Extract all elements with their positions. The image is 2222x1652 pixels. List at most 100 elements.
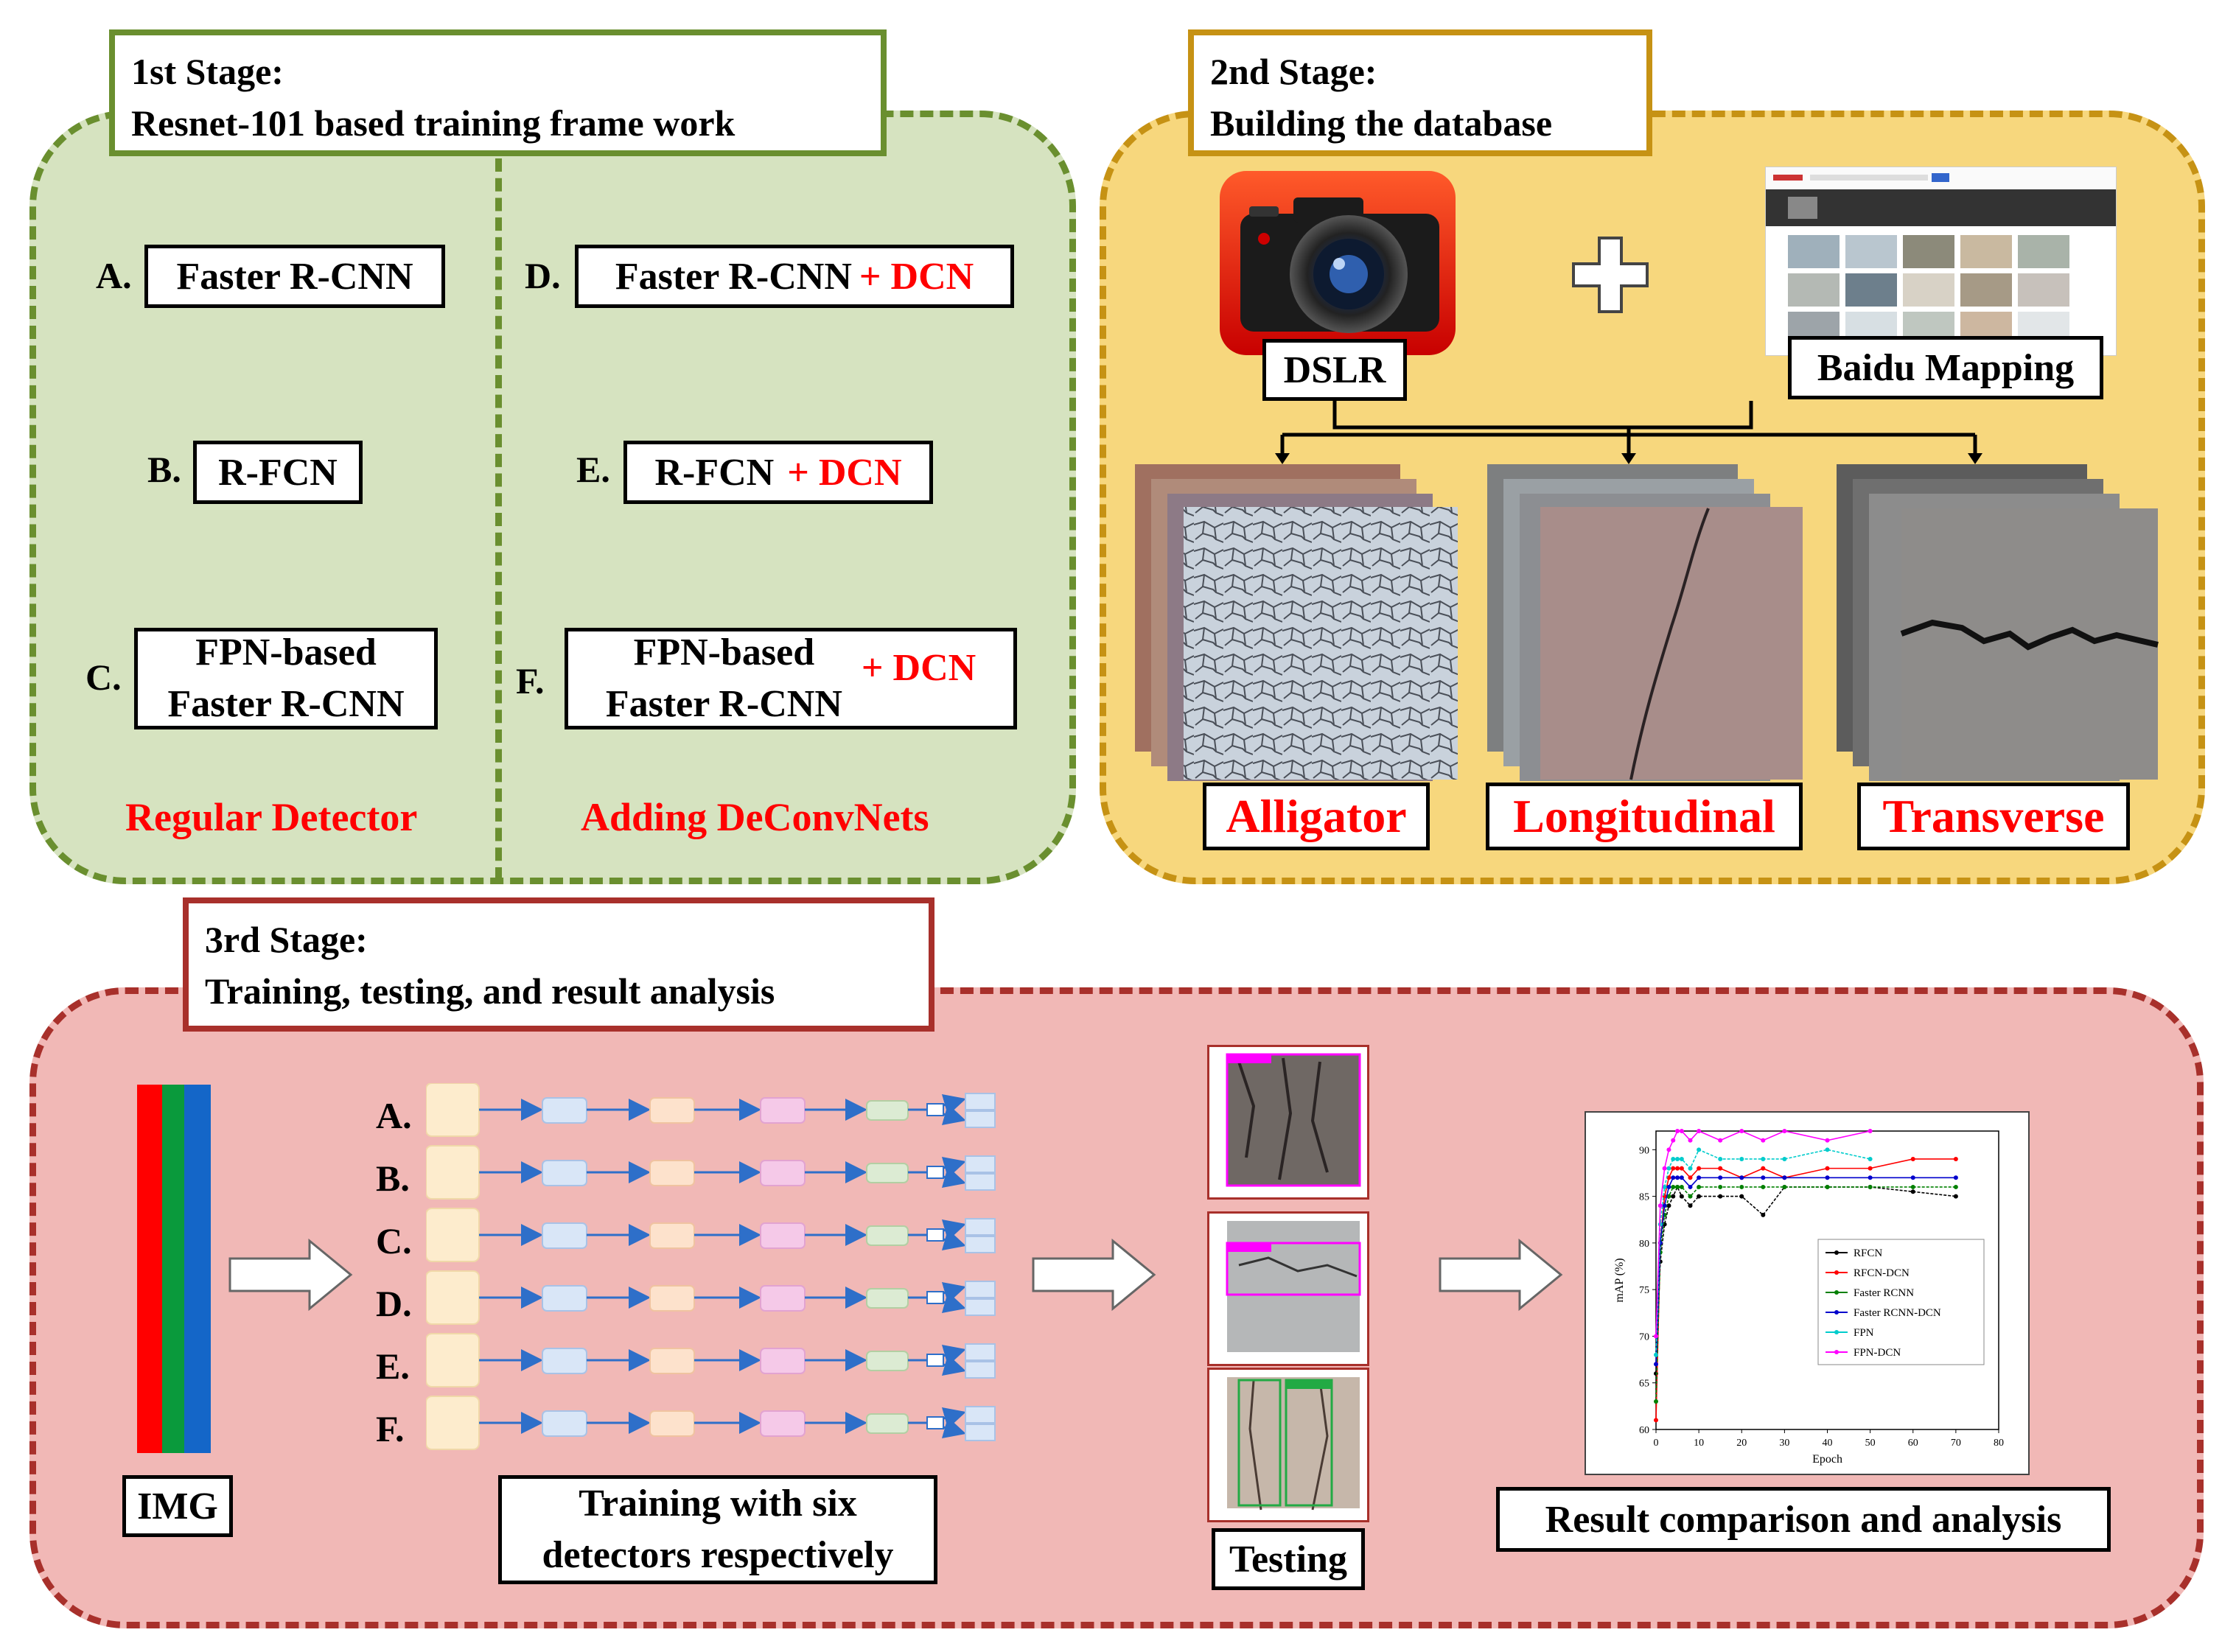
chart-point	[1675, 1156, 1680, 1161]
chart-y-tick-label: 85	[1639, 1192, 1649, 1203]
longitudinal-image-stack	[1487, 464, 1804, 781]
chart-point	[1679, 1175, 1684, 1180]
chart-point	[1666, 1203, 1671, 1208]
chart-point	[1688, 1203, 1693, 1208]
chart-point	[1718, 1184, 1723, 1189]
chart-point	[1675, 1166, 1680, 1171]
chart-point	[1761, 1184, 1766, 1189]
chart-point	[1761, 1212, 1766, 1217]
chart-legend-label: RFCN-DCN	[1854, 1267, 1910, 1279]
chart-point	[1825, 1138, 1830, 1143]
stage1-divider	[495, 158, 502, 881]
chart-point	[1910, 1175, 1915, 1180]
arrow-right-1	[228, 1238, 354, 1312]
chart-point	[1910, 1184, 1915, 1189]
chart-point	[1761, 1138, 1766, 1143]
chart-point	[1671, 1156, 1676, 1161]
chart-point	[1868, 1129, 1873, 1133]
chart-point	[1662, 1166, 1667, 1171]
chart-point	[1688, 1194, 1693, 1199]
chart-y-tick-label: 60	[1639, 1425, 1649, 1436]
chart-point	[1666, 1147, 1671, 1152]
chart-point	[1910, 1156, 1915, 1161]
stage2-title: 2nd Stage: Building the database	[1188, 29, 1652, 156]
chart-legend-label: RFCN	[1854, 1247, 1882, 1259]
chart-point	[1739, 1184, 1744, 1189]
chart-point	[1662, 1184, 1667, 1189]
detector-e-dcn: + DCN	[787, 451, 902, 494]
transverse-label-text: Transverse	[1882, 790, 2105, 842]
detector-b-name: R-FCN	[218, 451, 338, 494]
chart-legend-marker	[1834, 1270, 1839, 1275]
chart-point	[1666, 1166, 1671, 1171]
chart-y-tick-label: 80	[1639, 1239, 1649, 1250]
stage1-title-line2: Resnet-101 based training frame work	[131, 102, 736, 144]
chart-legend-label: Faster RCNN	[1854, 1287, 1914, 1299]
testing-image-3	[1207, 1368, 1369, 1522]
chart-point	[1679, 1194, 1684, 1199]
training-label-line2: detectors respectively	[542, 1534, 894, 1576]
img-label: IMG	[122, 1475, 233, 1537]
detector-e-box: R-FCN + DCN	[623, 441, 933, 504]
camera-icon	[1220, 171, 1456, 355]
chart-point	[1910, 1189, 1915, 1194]
chart-legend-label: Faster RCNN-DCN	[1854, 1307, 1941, 1319]
chart-point	[1654, 1334, 1658, 1339]
chart-point	[1671, 1166, 1676, 1171]
detector-c-name-line2: Faster R-CNN	[167, 683, 405, 725]
chart-x-tick-label: 50	[1865, 1438, 1876, 1449]
chain-row-label-f: F.	[376, 1408, 405, 1449]
chart-x-tick-label: 0	[1654, 1438, 1659, 1449]
chart-point	[1688, 1184, 1693, 1189]
detector-chains	[426, 1082, 1008, 1466]
chart-point	[1782, 1129, 1787, 1133]
chart-point	[1679, 1184, 1684, 1189]
baidu-mapping-label-text: Baidu Mapping	[1817, 346, 2075, 389]
chart-x-tick-label: 20	[1736, 1438, 1747, 1449]
stage2-title-line2: Building the database	[1210, 102, 1553, 144]
chart-point	[1697, 1166, 1702, 1171]
chart-point	[1675, 1184, 1680, 1189]
detector-d-dcn: + DCN	[859, 255, 974, 298]
chart-y-tick-label: 90	[1639, 1145, 1649, 1156]
chain-row-label-e: E.	[376, 1345, 410, 1387]
webpage-screenshot	[1765, 167, 2117, 356]
chart-point	[1671, 1194, 1676, 1199]
chart-point	[1697, 1194, 1702, 1199]
chart-x-axis-label: Epoch	[1812, 1453, 1842, 1466]
rgb-image-icon	[137, 1085, 214, 1453]
detector-f-letter: F.	[516, 660, 545, 701]
detector-a-box: Faster R-CNN	[144, 245, 445, 308]
chart-x-tick-label: 40	[1823, 1438, 1833, 1449]
chart-point	[1825, 1184, 1830, 1189]
chart-x-tick-label: 70	[1951, 1438, 1961, 1449]
detector-f-name-line1: FPN-based	[633, 631, 815, 673]
chart-point	[1782, 1184, 1787, 1189]
detector-c-box: FPN-based Faster R-CNN	[134, 628, 438, 729]
regular-detector-caption: Regular Detector	[125, 795, 418, 839]
chart-point	[1675, 1175, 1680, 1180]
chart-point	[1657, 1203, 1663, 1208]
chart-legend-marker	[1834, 1350, 1839, 1354]
chart-point	[1666, 1184, 1671, 1189]
chart-legend	[1817, 1239, 1985, 1365]
stage3-title: 3rd Stage: Training, testing, and result…	[183, 897, 934, 1032]
chart-point	[1718, 1166, 1723, 1171]
chart-point	[1671, 1138, 1676, 1143]
chart-point	[1868, 1175, 1873, 1180]
chart-point	[1868, 1166, 1873, 1171]
detector-f-dcn: + DCN	[861, 646, 977, 689]
chart-point	[1697, 1175, 1702, 1180]
chart-point	[1739, 1156, 1744, 1161]
testing-image-1	[1207, 1045, 1369, 1200]
testing-label: Testing	[1212, 1528, 1365, 1590]
chart-point	[1718, 1175, 1723, 1180]
detector-d-letter: D.	[525, 255, 561, 296]
detector-e-name: R-FCN	[654, 451, 775, 494]
chart-point	[1868, 1184, 1873, 1189]
chart-point	[1739, 1194, 1744, 1199]
chart-point	[1675, 1129, 1680, 1133]
chart-point	[1654, 1399, 1658, 1404]
chain-row-label-b: B.	[376, 1158, 410, 1199]
detector-b-letter: B.	[147, 449, 181, 490]
